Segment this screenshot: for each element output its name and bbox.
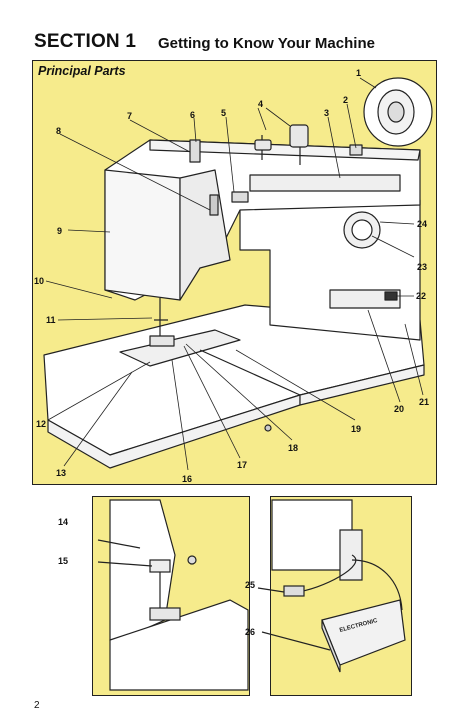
callout-12: 12 [36,419,47,429]
callout-26: 26 [245,627,256,637]
callout-6: 6 [190,110,196,120]
callout-21: 21 [419,397,430,407]
callout-22: 22 [416,291,427,301]
callout-15: 15 [58,556,69,566]
callout-23: 23 [417,262,428,272]
callout-3: 3 [324,108,330,118]
callout-9: 9 [57,226,63,236]
callout-17: 17 [237,460,248,470]
callout-8: 8 [56,126,62,136]
callout-24: 24 [417,219,428,229]
callout-5: 5 [221,108,227,118]
section-title: Getting to Know Your Machine [158,35,375,52]
callout-4: 4 [258,99,264,109]
callout-7: 7 [127,111,133,121]
callout-2: 2 [343,95,349,105]
callout-14: 14 [58,517,69,527]
section-heading: SECTION 1 [34,31,137,52]
page-number: 2 [34,700,40,711]
callout-1: 1 [356,68,362,78]
callout-13: 13 [56,468,67,478]
callout-11: 11 [46,315,56,325]
callout-18: 18 [288,443,299,453]
callout-19: 19 [351,424,362,434]
panel-title: Principal Parts [38,64,126,78]
callout-25: 25 [245,580,256,590]
callout-20: 20 [394,404,405,414]
callout-16: 16 [182,474,193,484]
callout-10: 10 [34,276,45,286]
